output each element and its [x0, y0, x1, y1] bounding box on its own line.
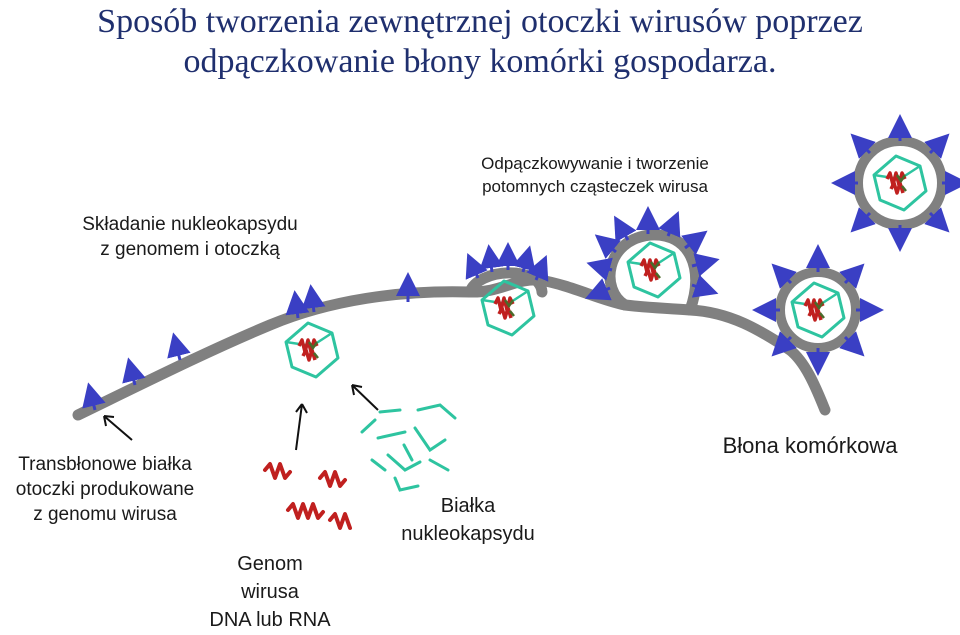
label-transmembrane-proteins: Transbłonowe białka otoczki produkowane …: [0, 452, 210, 527]
membrane-glycoproteins: [82, 272, 420, 411]
label-line: DNA lub RNA: [209, 609, 331, 631]
label-line: z genomu wirusa: [33, 504, 177, 525]
label-line: Genom: [237, 553, 303, 575]
assembling-nucleocapsid: [284, 321, 340, 379]
label-line: Transbłonowe białka: [18, 454, 192, 475]
label-line: Odpączkowywanie i tworzenie: [481, 154, 709, 173]
budding-virion-2: [584, 206, 720, 316]
label-virus-genome: Genom wirusa DNA lub RNA: [195, 550, 345, 634]
label-line: Błona komórkowa: [722, 433, 898, 458]
title-line-1: Sposób tworzenia zewnętrznej otoczki wir…: [97, 3, 863, 40]
released-virion-2: [831, 114, 960, 252]
budding-virion-1: [464, 242, 549, 337]
released-virion-1: [752, 244, 884, 376]
cell-membrane: [72, 274, 831, 421]
label-line: potomnych cząsteczek wirusa: [482, 177, 708, 196]
label-line: z genomem i otoczką: [100, 239, 280, 260]
capsid-protein-fragments: [360, 403, 457, 492]
label-line: nukleokapsydu: [401, 523, 535, 545]
free-genomes: [263, 462, 352, 530]
label-line: Białka: [440, 495, 496, 517]
label-line: wirusa: [241, 581, 299, 603]
page-title: Sposób tworzenia zewnętrznej otoczki wir…: [0, 2, 960, 82]
label-cell-membrane: Błona komórkowa: [705, 432, 915, 460]
title-line-2: odpączkowanie błony komórki gospodarza.: [183, 43, 777, 80]
pointer-arrows: [103, 384, 379, 451]
label-budding: Odpączkowywanie i tworzenie potomnych cz…: [440, 152, 750, 198]
label-capsid-proteins: Białka nukleokapsydu: [378, 492, 558, 548]
label-line: Składanie nukleokapsydu: [82, 214, 298, 235]
label-line: otoczki produkowane: [15, 479, 195, 500]
label-nucleocapsid-assembly: Składanie nukleokapsydu z genomem i otoc…: [55, 212, 325, 262]
